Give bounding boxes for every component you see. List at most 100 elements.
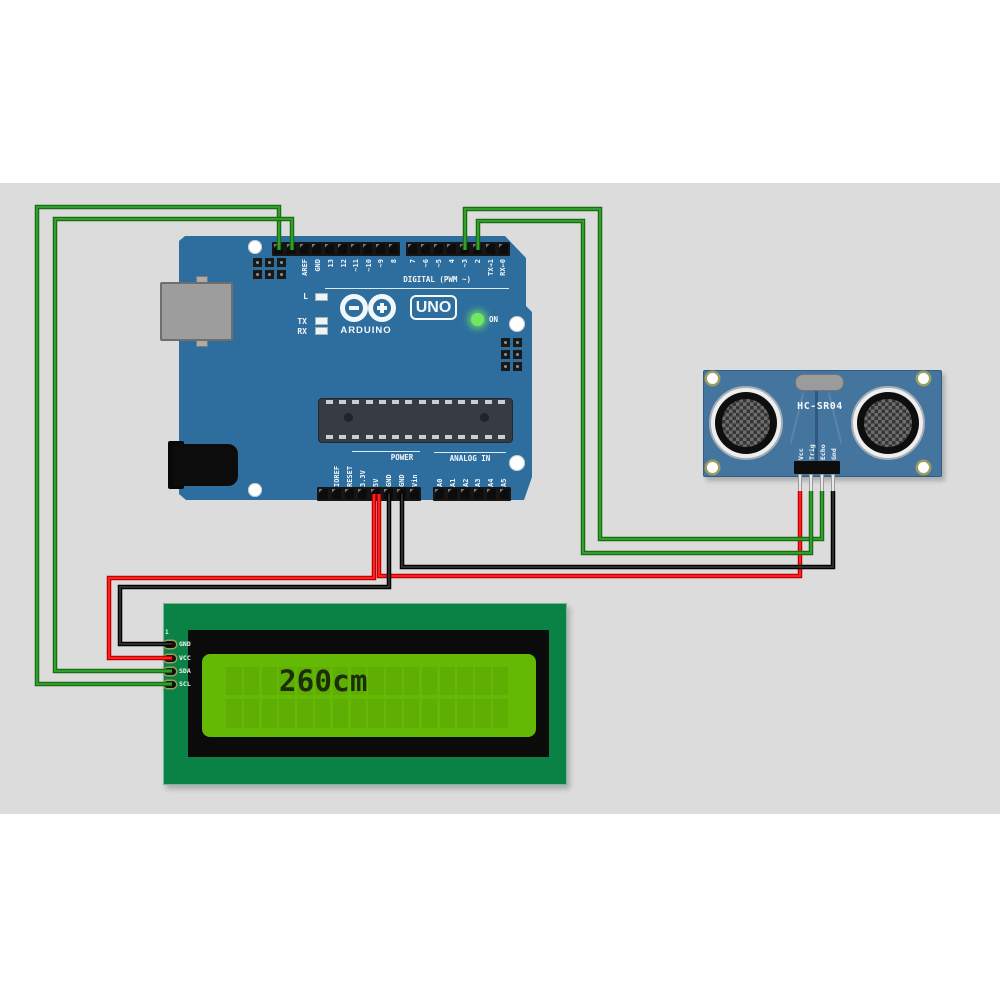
ipin[interactable]: [277, 258, 286, 267]
ipin[interactable]: [513, 338, 522, 347]
pin[interactable]: [435, 489, 444, 499]
pad: [471, 435, 479, 439]
pin[interactable]: [500, 489, 509, 499]
pin[interactable]: [487, 489, 496, 499]
cell: [243, 699, 260, 728]
led-l-label: L: [303, 292, 308, 301]
pad: [431, 400, 439, 404]
pin-label-a5: A5: [500, 478, 508, 487]
pin[interactable]: [332, 489, 341, 499]
ipin[interactable]: [513, 362, 522, 371]
pin[interactable]: [388, 244, 398, 254]
pin-label-10: ~10: [365, 259, 373, 272]
pin[interactable]: [363, 244, 373, 254]
pin-label-a0: A0: [436, 478, 444, 487]
pin[interactable]: [448, 489, 457, 499]
pin[interactable]: [312, 244, 322, 254]
cell: [314, 667, 331, 695]
ipin[interactable]: [265, 258, 274, 267]
sensor-hole-tr: [918, 373, 929, 384]
led-rx: [315, 327, 328, 335]
lcd-screen: [202, 654, 536, 737]
sensor-pin-echo[interactable]: [820, 474, 824, 492]
sensor-pin-trig[interactable]: [809, 474, 813, 492]
wire-pin3-to-sensor-echo[interactable]: [462, 206, 825, 542]
ipin[interactable]: [265, 270, 274, 279]
pad: [484, 400, 492, 404]
pin[interactable]: [421, 244, 430, 254]
sensor-pin-vcc[interactable]: [798, 474, 802, 492]
cell: [386, 699, 402, 728]
cell: [421, 667, 438, 695]
pin[interactable]: [337, 244, 347, 254]
power-header[interactable]: [317, 487, 421, 501]
pin[interactable]: [410, 489, 419, 499]
pin-label-rx0: RX←0: [499, 259, 507, 276]
cell: [475, 699, 491, 728]
led-rx-label: RX: [297, 327, 307, 336]
wire-sda-to-lcd-sda[interactable]: [52, 216, 295, 674]
pin[interactable]: [499, 244, 508, 254]
pin-label-ioref: IOREF: [333, 465, 341, 487]
wire-gnd-to-lcd-gnd[interactable]: [117, 494, 392, 647]
silk-line-power: [352, 451, 420, 452]
cell: [492, 699, 509, 728]
cell: [279, 667, 295, 695]
ipin[interactable]: [501, 362, 510, 371]
cell: [475, 667, 491, 695]
ipin[interactable]: [253, 270, 262, 279]
pin-label-5v: 5V: [372, 478, 380, 487]
cell: [332, 667, 349, 695]
pin[interactable]: [350, 244, 360, 254]
minus-icon: [349, 306, 359, 310]
pin[interactable]: [434, 244, 443, 254]
icsp-header-2[interactable]: [501, 338, 522, 371]
pin[interactable]: [447, 244, 456, 254]
analog-header[interactable]: [433, 487, 511, 501]
cell: [332, 699, 349, 728]
sensor-pin-gnd[interactable]: [831, 474, 835, 492]
digital-header-right[interactable]: [406, 242, 510, 256]
pad: [431, 435, 439, 439]
led-tx: [315, 317, 328, 325]
pin[interactable]: [408, 244, 417, 254]
pin[interactable]: [299, 244, 309, 254]
cell: [386, 667, 402, 695]
pin-label-11: ~11: [352, 259, 360, 272]
pin[interactable]: [474, 489, 483, 499]
ipin[interactable]: [253, 258, 262, 267]
ipin[interactable]: [501, 350, 510, 359]
pin[interactable]: [319, 489, 328, 499]
silk-line-analog: [434, 452, 506, 453]
mount-hole-bottom-right: [509, 455, 525, 471]
pin[interactable]: [376, 244, 386, 254]
pin-label-9: ~9: [377, 259, 385, 268]
power-jack: [172, 444, 238, 486]
cell: [439, 699, 456, 728]
ipin[interactable]: [501, 338, 510, 347]
mount-hole-top-left: [248, 240, 262, 254]
pin[interactable]: [358, 489, 367, 499]
pin-label-gnd1: GND: [385, 474, 393, 487]
cell: [368, 667, 384, 695]
icsp-header-1[interactable]: [253, 258, 286, 279]
pad: [458, 435, 466, 439]
pin[interactable]: [486, 244, 495, 254]
sensor-pin-header[interactable]: [794, 461, 840, 474]
wire-5v-to-sensor-vcc[interactable]: [376, 491, 803, 579]
cell: [226, 667, 242, 695]
wire-pin2-to-sensor-trig[interactable]: [475, 218, 814, 556]
wire-5v-to-lcd-vcc[interactable]: [106, 494, 377, 661]
pin[interactable]: [325, 244, 335, 254]
usb-connector: [160, 282, 233, 341]
ipin[interactable]: [277, 270, 286, 279]
pad: [458, 400, 466, 404]
pin[interactable]: [461, 489, 470, 499]
cell: [261, 667, 278, 695]
pin[interactable]: [345, 489, 354, 499]
ipin[interactable]: [513, 350, 522, 359]
lcd-reading-text: 260cm: [279, 664, 368, 698]
wire-gnd-to-sensor-gnd[interactable]: [399, 491, 836, 570]
sensor-hole-br: [918, 462, 929, 473]
wire-scl-to-lcd-scl[interactable]: [34, 204, 282, 687]
